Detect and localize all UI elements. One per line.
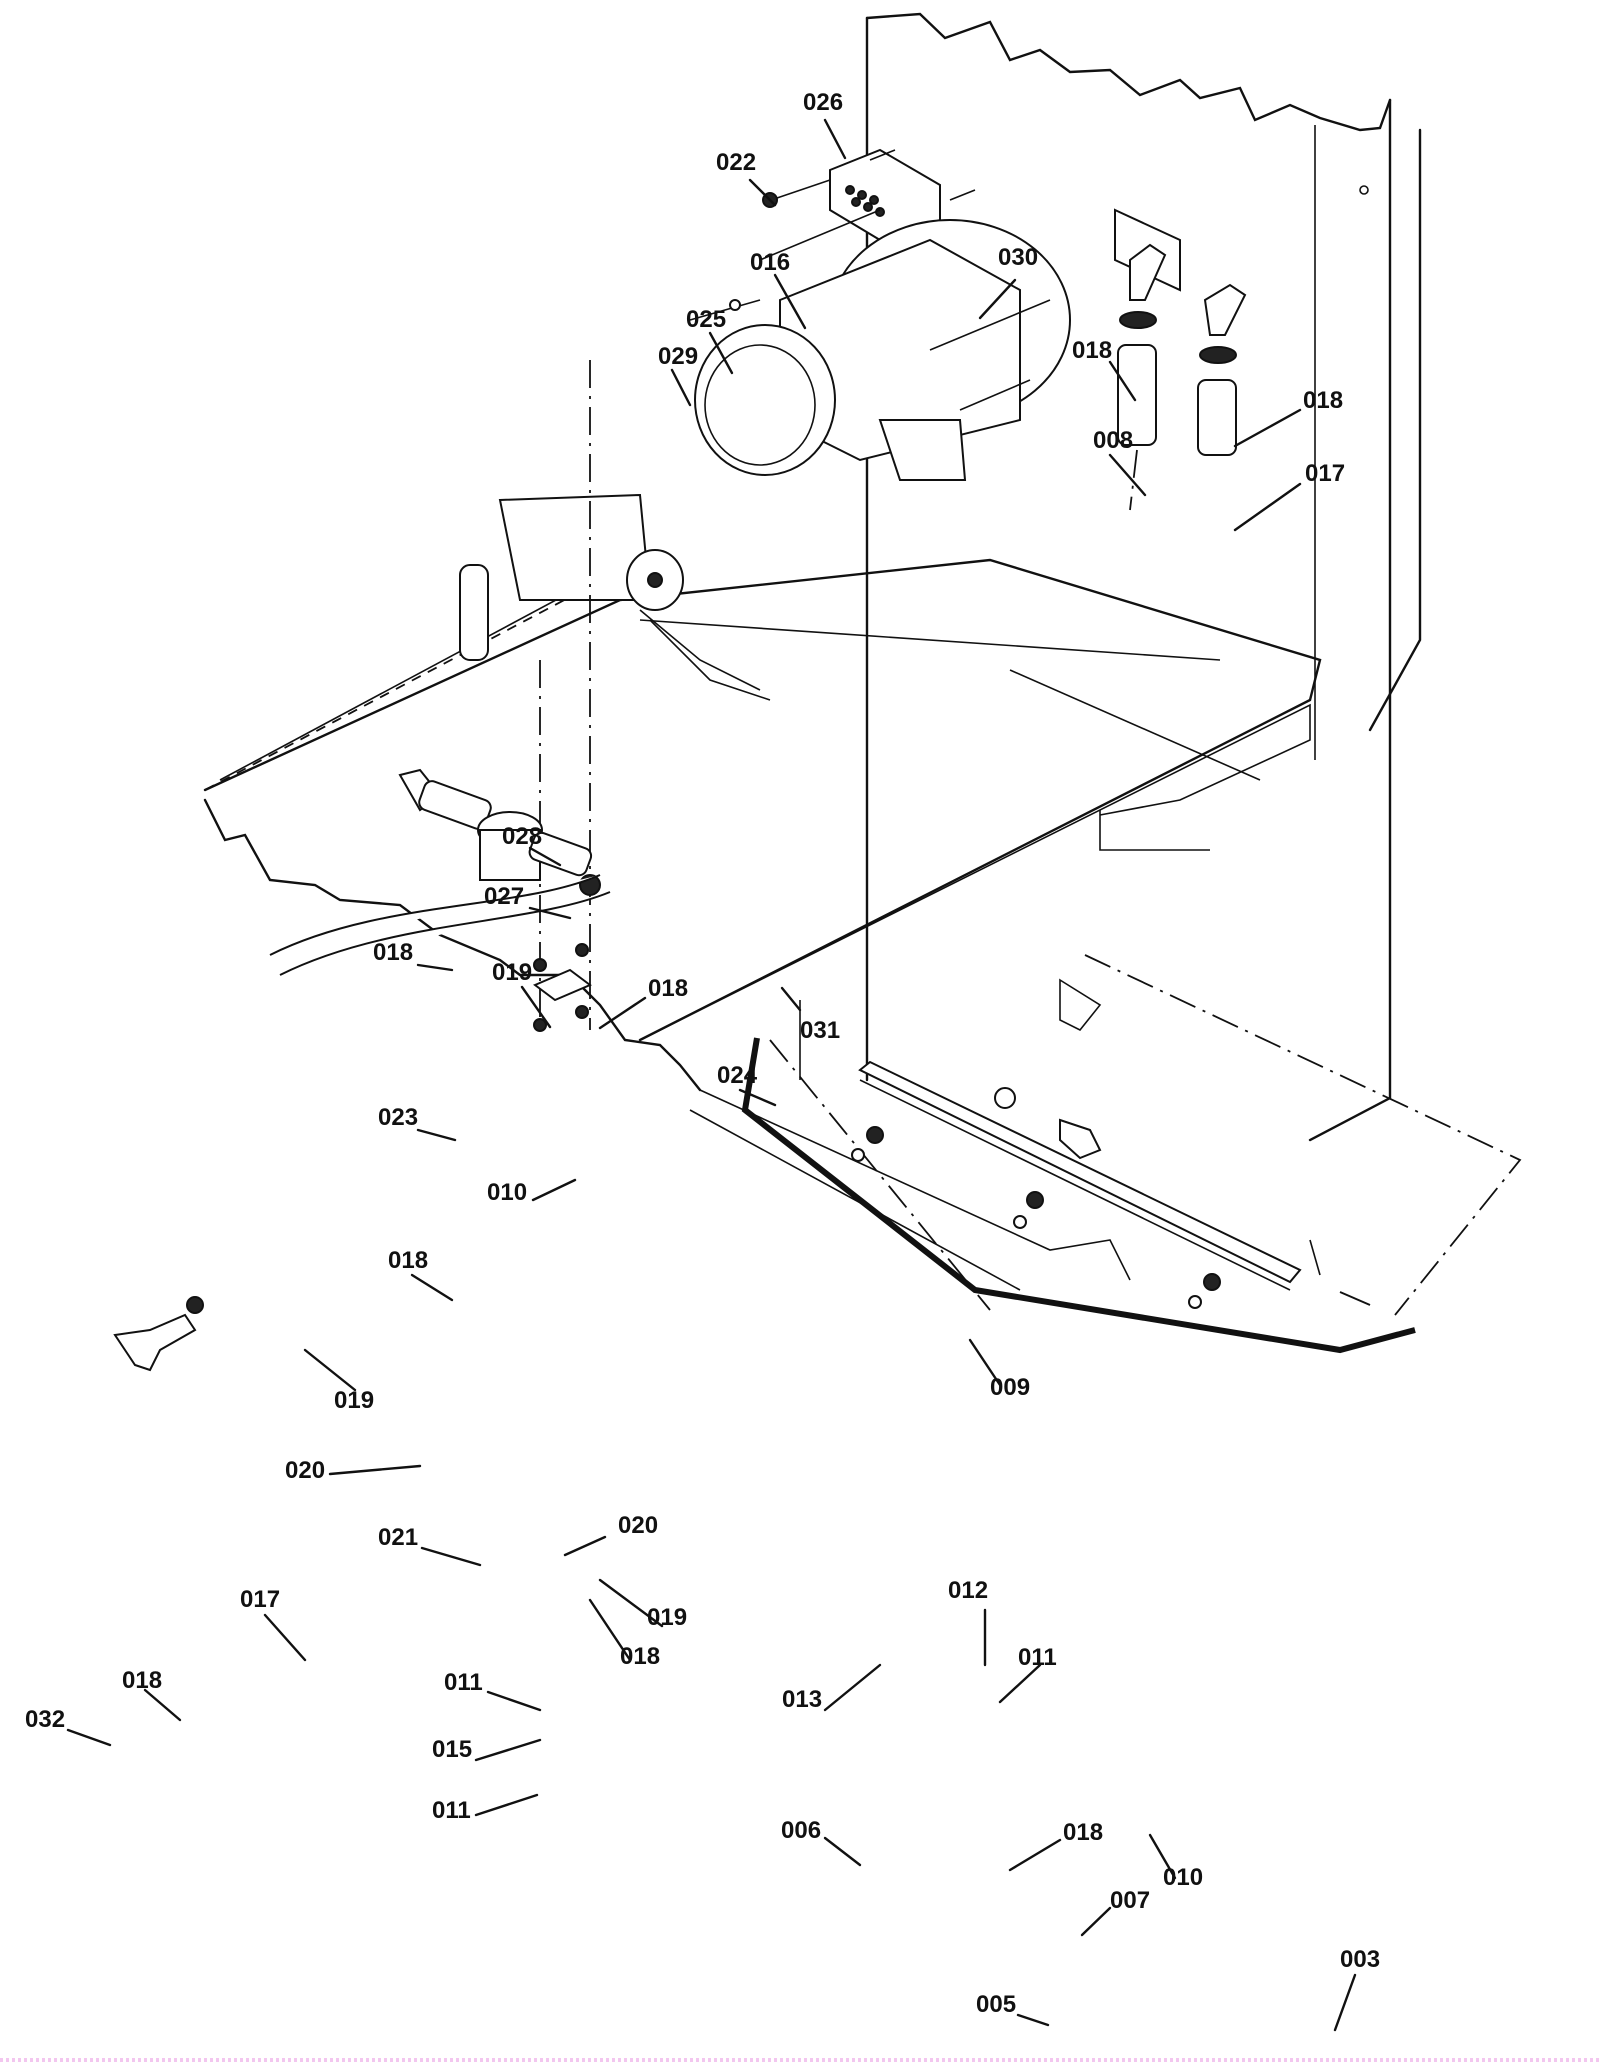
callout-label: 005 <box>976 1991 1016 2018</box>
callout-label: 023 <box>378 1104 418 1131</box>
leader-line <box>1233 482 1302 532</box>
water-filter <box>269 768 611 976</box>
callout-label: 024 <box>717 1062 758 1089</box>
leader-line <box>1108 360 1137 402</box>
leader-line <box>531 1178 577 1202</box>
callout-label: 017 <box>240 1586 280 1613</box>
callout-label: 018 <box>1063 1819 1103 1846</box>
leader-line <box>303 1348 357 1392</box>
leader-line <box>1108 453 1147 497</box>
heater-tube <box>459 493 771 701</box>
callout-label: 019 <box>334 1387 374 1414</box>
callout-label: 025 <box>686 306 726 333</box>
leader-line <box>66 1728 112 1747</box>
callout-label: 008 <box>1093 427 1133 454</box>
blower-motor <box>689 209 1071 481</box>
spray-manifold <box>851 954 1522 1316</box>
callout-label: 018 <box>1072 337 1112 364</box>
callout-label: 026 <box>803 89 843 116</box>
leader-line <box>416 963 454 972</box>
callout-label: 009 <box>990 1374 1030 1401</box>
leader-line <box>474 1738 542 1762</box>
leader-line <box>410 1273 454 1302</box>
callout-label: 020 <box>285 1457 325 1484</box>
leader-line <box>416 1128 457 1142</box>
leader-line <box>598 996 647 1030</box>
callout-label: 011 <box>432 1797 471 1824</box>
leader-line <box>474 1793 539 1817</box>
leader-line <box>998 1663 1042 1704</box>
callout-label: 030 <box>998 244 1038 271</box>
callout-label: 016 <box>750 249 790 276</box>
callout-label: 020 <box>618 1512 658 1539</box>
callout-labels: 026 022 016 030 025 029 018 008 018 017 028 027 018 0… <box>25 89 1380 2018</box>
callout-label: 011 <box>444 1669 483 1696</box>
leader-line <box>968 1338 1002 1387</box>
callout-label: 018 <box>373 939 413 966</box>
mounting-bracket <box>533 943 592 1032</box>
y-connector <box>113 1296 204 1372</box>
leader-line <box>780 986 802 1012</box>
callout-label: 013 <box>782 1686 822 1713</box>
callout-label: 022 <box>716 149 756 176</box>
leader-line <box>670 368 692 407</box>
callout-label: 018 <box>122 1667 162 1694</box>
callout-label: 028 <box>502 823 542 850</box>
leader-line <box>598 1578 664 1628</box>
leader-line <box>588 1598 632 1662</box>
bottom-border <box>0 2058 1600 2062</box>
leader-line <box>528 906 572 920</box>
callout-label: 029 <box>658 343 698 370</box>
leader-line <box>263 1613 307 1662</box>
leader-line <box>1016 2013 1050 2027</box>
leader-line <box>773 273 807 330</box>
leader-line <box>1233 408 1302 448</box>
leader-line <box>420 1546 482 1567</box>
callout-label: 010 <box>487 1179 527 1206</box>
leader-line <box>528 846 562 867</box>
callout-label: 007 <box>1110 1887 1150 1914</box>
callout-label: 032 <box>25 1706 65 1733</box>
callout-label: 010 <box>1163 1864 1203 1891</box>
leader-line <box>563 1535 607 1557</box>
water-inlet-fittings <box>1114 208 1247 511</box>
leader-line <box>1148 1833 1177 1880</box>
callout-label: 019 <box>647 1604 687 1631</box>
leader-line <box>748 178 777 207</box>
callout-label: 006 <box>781 1817 821 1844</box>
leader-line <box>1333 1973 1357 2032</box>
leader-lines <box>66 118 1357 2032</box>
callout-label: 018 <box>1303 387 1343 414</box>
callout-label: 017 <box>1305 460 1345 487</box>
leader-line <box>823 118 847 160</box>
leader-line <box>823 1663 882 1712</box>
callout-label: 011 <box>1018 1644 1057 1671</box>
callout-label: 015 <box>432 1736 472 1763</box>
callout-label: 003 <box>1340 1946 1380 1973</box>
callout-label: 018 <box>388 1247 428 1274</box>
leader-line <box>143 1688 182 1722</box>
spray-arm-outline <box>741 1037 1416 1354</box>
callout-label: 018 <box>648 975 688 1002</box>
callout-label: 018 <box>620 1643 660 1670</box>
leader-line <box>738 1088 777 1107</box>
leader-line <box>978 278 1017 320</box>
cabinet-back-panel <box>865 12 1422 1142</box>
leader-line <box>486 1690 542 1712</box>
leader-line <box>520 985 552 1029</box>
base-frame <box>203 554 1322 1311</box>
leader-line <box>1080 1906 1112 1937</box>
leader-line <box>708 331 734 375</box>
callout-label: 027 <box>484 883 524 910</box>
callout-label: 019 <box>492 959 532 986</box>
callout-label: 021 <box>378 1524 418 1551</box>
leader-line <box>823 1836 862 1867</box>
callout-label: 012 <box>948 1577 988 1604</box>
leader-line <box>328 1464 422 1476</box>
callout-label: 031 <box>800 1017 840 1044</box>
leader-line <box>1008 1838 1062 1872</box>
